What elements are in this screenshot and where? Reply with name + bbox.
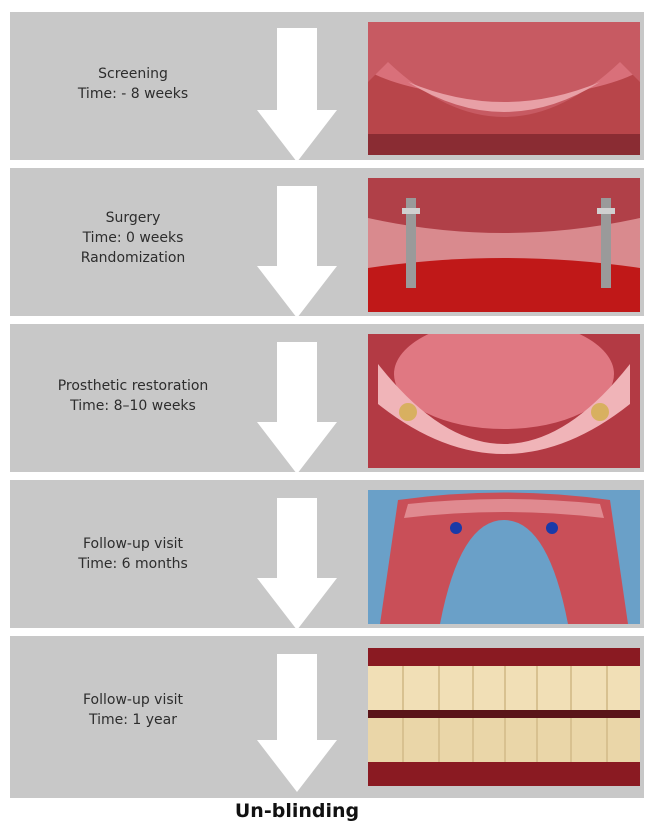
un-blinding-label: Un-blinding [0,800,654,828]
stage-label: Screening Time: - 8 weeks [10,64,256,104]
stage-label: Surgery Time: 0 weeks Randomization [10,208,256,268]
implants-surgery-photo [368,178,640,312]
stage-title: Follow-up visit [10,534,256,554]
stage-title: Surgery [10,208,256,228]
healing-abutments-photo [368,334,640,468]
stage-title: Prosthetic restoration [10,376,256,396]
stage-label: Prosthetic restoration Time: 8–10 weeks [10,376,256,416]
stage-label: Follow-up visit Time: 6 months [10,534,256,574]
down-arrow-icon [257,28,337,162]
stage-title: Screening [10,64,256,84]
down-arrow-icon [257,654,337,792]
down-arrow-icon [257,186,337,318]
teeth-smile-photo [368,648,640,786]
stage-label: Follow-up visit Time: 1 year [10,690,256,730]
down-arrow-icon [257,498,337,630]
stage-time: Time: 8–10 weeks [10,396,256,416]
stage-time: Time: 0 weeks [10,228,256,248]
footer-text: Un-blinding [235,800,359,822]
stage-title: Follow-up visit [10,690,256,710]
stage-note: Randomization [10,248,256,268]
stage-time: Time: 1 year [10,710,256,730]
stage-time: Time: - 8 weeks [10,84,256,104]
stage-time: Time: 6 months [10,554,256,574]
lower-jaw-gums-photo [368,22,640,155]
overdenture-photo [368,490,640,624]
down-arrow-icon [257,342,337,474]
